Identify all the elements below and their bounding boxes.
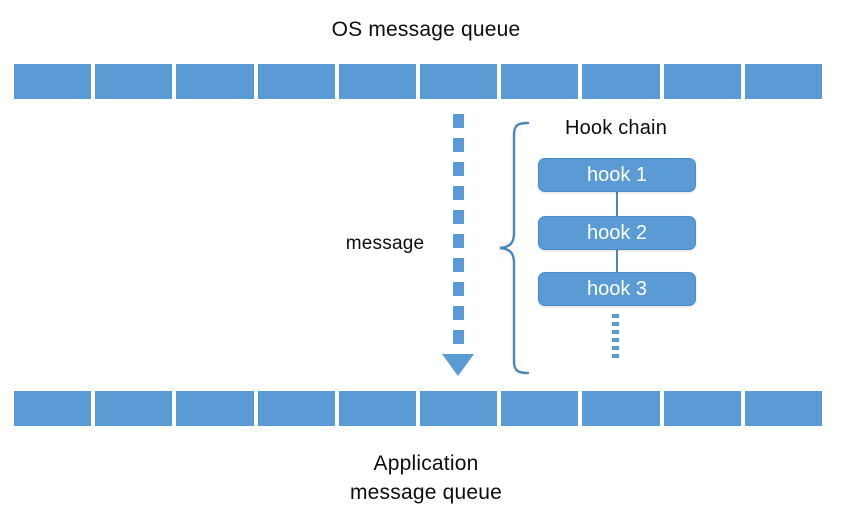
application-queue-caption: Application message queue bbox=[276, 449, 576, 507]
os-queue-title: OS message queue bbox=[331, 18, 521, 41]
os-queue-cell bbox=[257, 64, 335, 99]
app-queue-cell bbox=[663, 391, 741, 426]
application-message-queue-bar bbox=[14, 391, 823, 426]
os-queue-cell bbox=[14, 64, 92, 99]
hook-connector-2-3 bbox=[616, 249, 618, 272]
ellipsis-dot bbox=[612, 330, 619, 334]
app-queue-cell bbox=[257, 391, 335, 426]
app-queue-cell bbox=[95, 391, 173, 426]
app-queue-cell bbox=[744, 391, 823, 426]
os-queue-cell bbox=[176, 64, 254, 99]
os-queue-cell bbox=[95, 64, 173, 99]
application-queue-caption-line1: Application bbox=[373, 452, 479, 475]
ellipsis-dot bbox=[612, 354, 619, 358]
os-queue-cell bbox=[501, 64, 579, 99]
os-queue-cell bbox=[420, 64, 498, 99]
hook-chain-label: Hook chain bbox=[564, 117, 668, 139]
ellipsis-dot bbox=[612, 322, 619, 326]
os-message-queue-bar bbox=[14, 64, 823, 99]
app-queue-cell bbox=[338, 391, 417, 426]
app-queue-cell bbox=[501, 391, 579, 426]
hook-box-2[interactable]: hook 2 bbox=[538, 216, 696, 250]
application-queue-caption-line2: message queue bbox=[349, 481, 503, 504]
hook-connector-1-2 bbox=[616, 192, 618, 217]
message-arrow-head-icon bbox=[442, 354, 474, 376]
ellipsis-dot bbox=[612, 338, 619, 342]
os-queue-cell bbox=[744, 64, 823, 99]
hook-chain-brace-icon bbox=[484, 120, 530, 376]
hook-box-1[interactable]: hook 1 bbox=[538, 158, 696, 192]
app-queue-cell bbox=[176, 391, 254, 426]
os-queue-cell bbox=[663, 64, 741, 99]
os-queue-cell bbox=[338, 64, 417, 99]
app-queue-cell bbox=[582, 391, 660, 426]
app-queue-cell bbox=[420, 391, 498, 426]
hook-box-3[interactable]: hook 3 bbox=[538, 272, 696, 306]
message-label: message bbox=[345, 233, 425, 254]
message-arrow-shaft bbox=[453, 114, 464, 356]
ellipsis-dot bbox=[612, 346, 619, 350]
ellipsis-dot bbox=[612, 314, 619, 318]
os-queue-cell bbox=[582, 64, 660, 99]
hook-chain-ellipsis-icon bbox=[612, 314, 619, 358]
app-queue-cell bbox=[14, 391, 92, 426]
